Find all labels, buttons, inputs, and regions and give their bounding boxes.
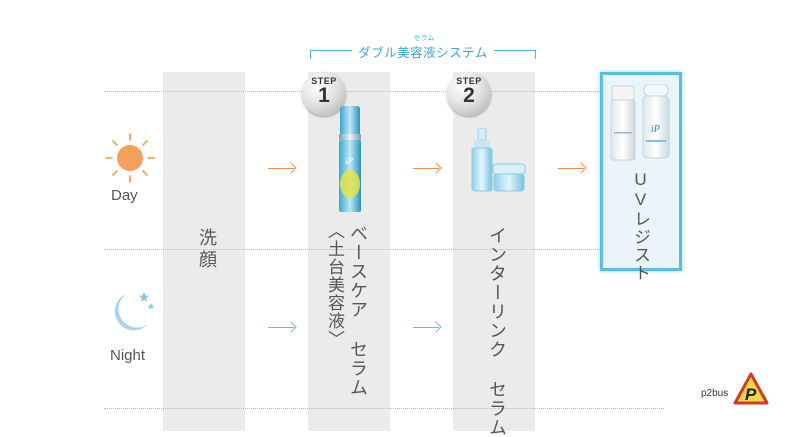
base-care-serum-label: ベースケア セラム (348, 224, 368, 397)
night-arrow-1 (268, 327, 294, 328)
day-label: Day (111, 187, 138, 204)
divider-bottom (104, 408, 664, 409)
day-arrow-3 (558, 168, 584, 169)
uv-resist-products-image: iP (610, 84, 670, 161)
sun-icon (105, 133, 155, 183)
day-arrow-2 (413, 168, 439, 169)
interlink-serum-image (471, 128, 526, 192)
interlink-serum-label: インターリンク セラム (487, 226, 507, 437)
step1-number: 1 (318, 84, 330, 107)
p2bus-logo-icon: P (733, 372, 769, 405)
watermark-text: p2bus (701, 388, 729, 399)
night-label: Night (110, 347, 146, 364)
svg-text:iP: iP (651, 124, 660, 135)
p2bus-logo-letter: P (745, 385, 757, 404)
base-care-serum-sublabel: 〈土台美容液〉 (325, 222, 344, 348)
uv-resist-label: UVレジスト (631, 170, 650, 282)
step2-badge: STEP 2 (447, 72, 491, 116)
step2-number: 2 (463, 84, 475, 107)
divider-middle (104, 249, 664, 250)
base-serum-bottle-image: iP (339, 106, 361, 212)
day-arrow-1 (268, 168, 294, 169)
svg-text:iP: iP (345, 156, 354, 166)
column-step2 (453, 72, 535, 431)
header-ruby: セラム (413, 35, 435, 42)
night-arrow-2 (413, 327, 439, 328)
header-title: ダブル美容液システム (352, 42, 494, 61)
divider-top (104, 91, 664, 92)
step2-word: STEP (456, 76, 482, 86)
column-wash (163, 72, 245, 431)
moon-icon (114, 292, 155, 331)
wash-label: 洗顔 (197, 228, 217, 272)
step1-badge: STEP 1 (302, 72, 346, 116)
step1-word: STEP (311, 76, 337, 86)
